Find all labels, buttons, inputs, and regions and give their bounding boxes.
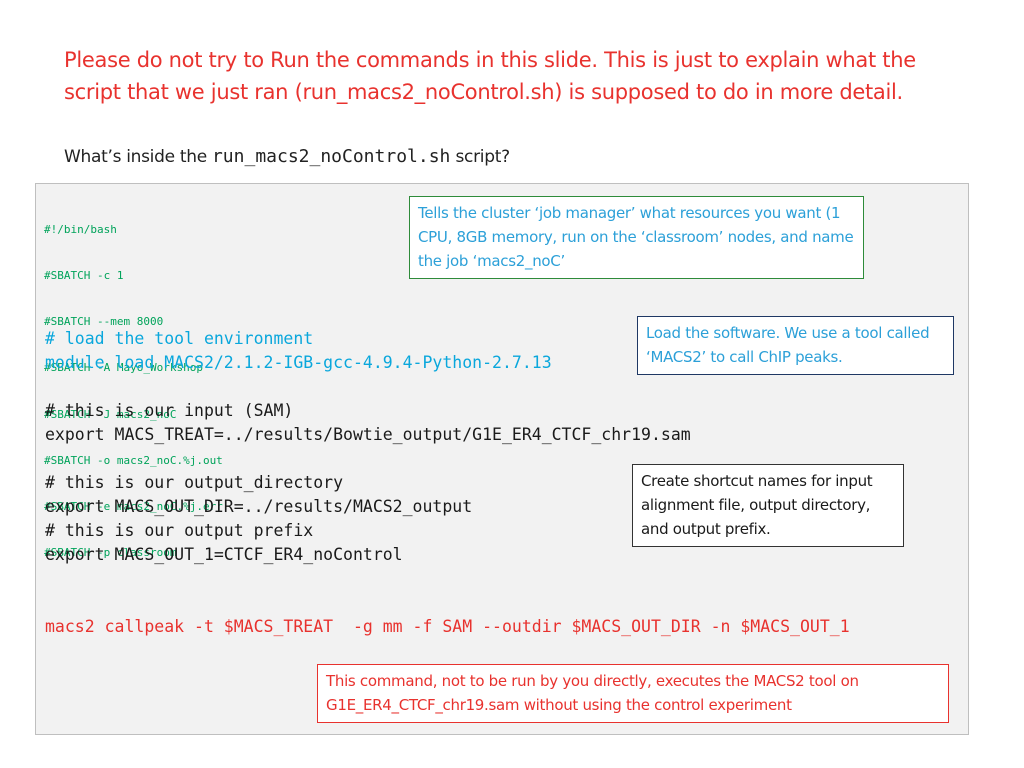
subtitle-script-name: run_macs2_noControl.sh [211, 146, 451, 167]
load-comment-line: # load the tool environment [45, 329, 314, 348]
sbatch-line: #SBATCH -c 1 [44, 269, 124, 283]
sbatch-line: #SBATCH -A Mayo_Workshop [44, 361, 203, 375]
prefix-export-line: export MACS_OUT_1=CTCF_ER4_noControl [45, 545, 403, 564]
module-load-line: module load MACS2/2.1.2-IGB-gcc-4.9.4-Py… [45, 353, 552, 372]
outdir-export-line: export MACS_OUT_DIR=../results/MACS2_out… [45, 497, 473, 516]
command-callout: This command, not to be run by you direc… [317, 664, 949, 723]
outdir-comment-line: # this is our output_directory [45, 473, 344, 492]
sbatch-line: #SBATCH -p classroom [44, 546, 177, 560]
sbatch-line: #SBATCH -e macs2_noC.%j.err [44, 500, 223, 514]
sbatch-line: #SBATCH --mem 8000 [44, 315, 164, 329]
sbatch-header-block: #!/bin/bash #SBATCH -c 1 #SBATCH --mem 8… [44, 191, 223, 592]
slide-subtitle: What’s inside the run_macs2_noControl.sh… [64, 146, 510, 167]
sbatch-line: #SBATCH -J macs2_noC [44, 407, 177, 421]
sbatch-line: #SBATCH -o macs2_noC.%j.out [44, 453, 223, 467]
sbatch-callout: Tells the cluster ‘job manager’ what res… [409, 196, 864, 279]
input-export-line: export MACS_TREAT=../results/Bowtie_outp… [45, 425, 691, 444]
module-callout: Load the software. We use a tool called … [637, 316, 954, 375]
shortcuts-callout: Create shortcut names for input alignmen… [632, 464, 904, 547]
subtitle-suffix: script? [450, 147, 510, 167]
macs2-command-line: macs2 callpeak -t $MACS_TREAT -g mm -f S… [45, 617, 850, 636]
input-comment-line: # this is our input (SAM) [45, 401, 294, 420]
sbatch-line: #!/bin/bash [44, 222, 117, 236]
subtitle-prefix: What’s inside the [64, 147, 212, 167]
prefix-comment-line: # this is our output prefix [45, 521, 314, 540]
slide-warning-text: Please do not try to Run the commands in… [64, 48, 916, 104]
